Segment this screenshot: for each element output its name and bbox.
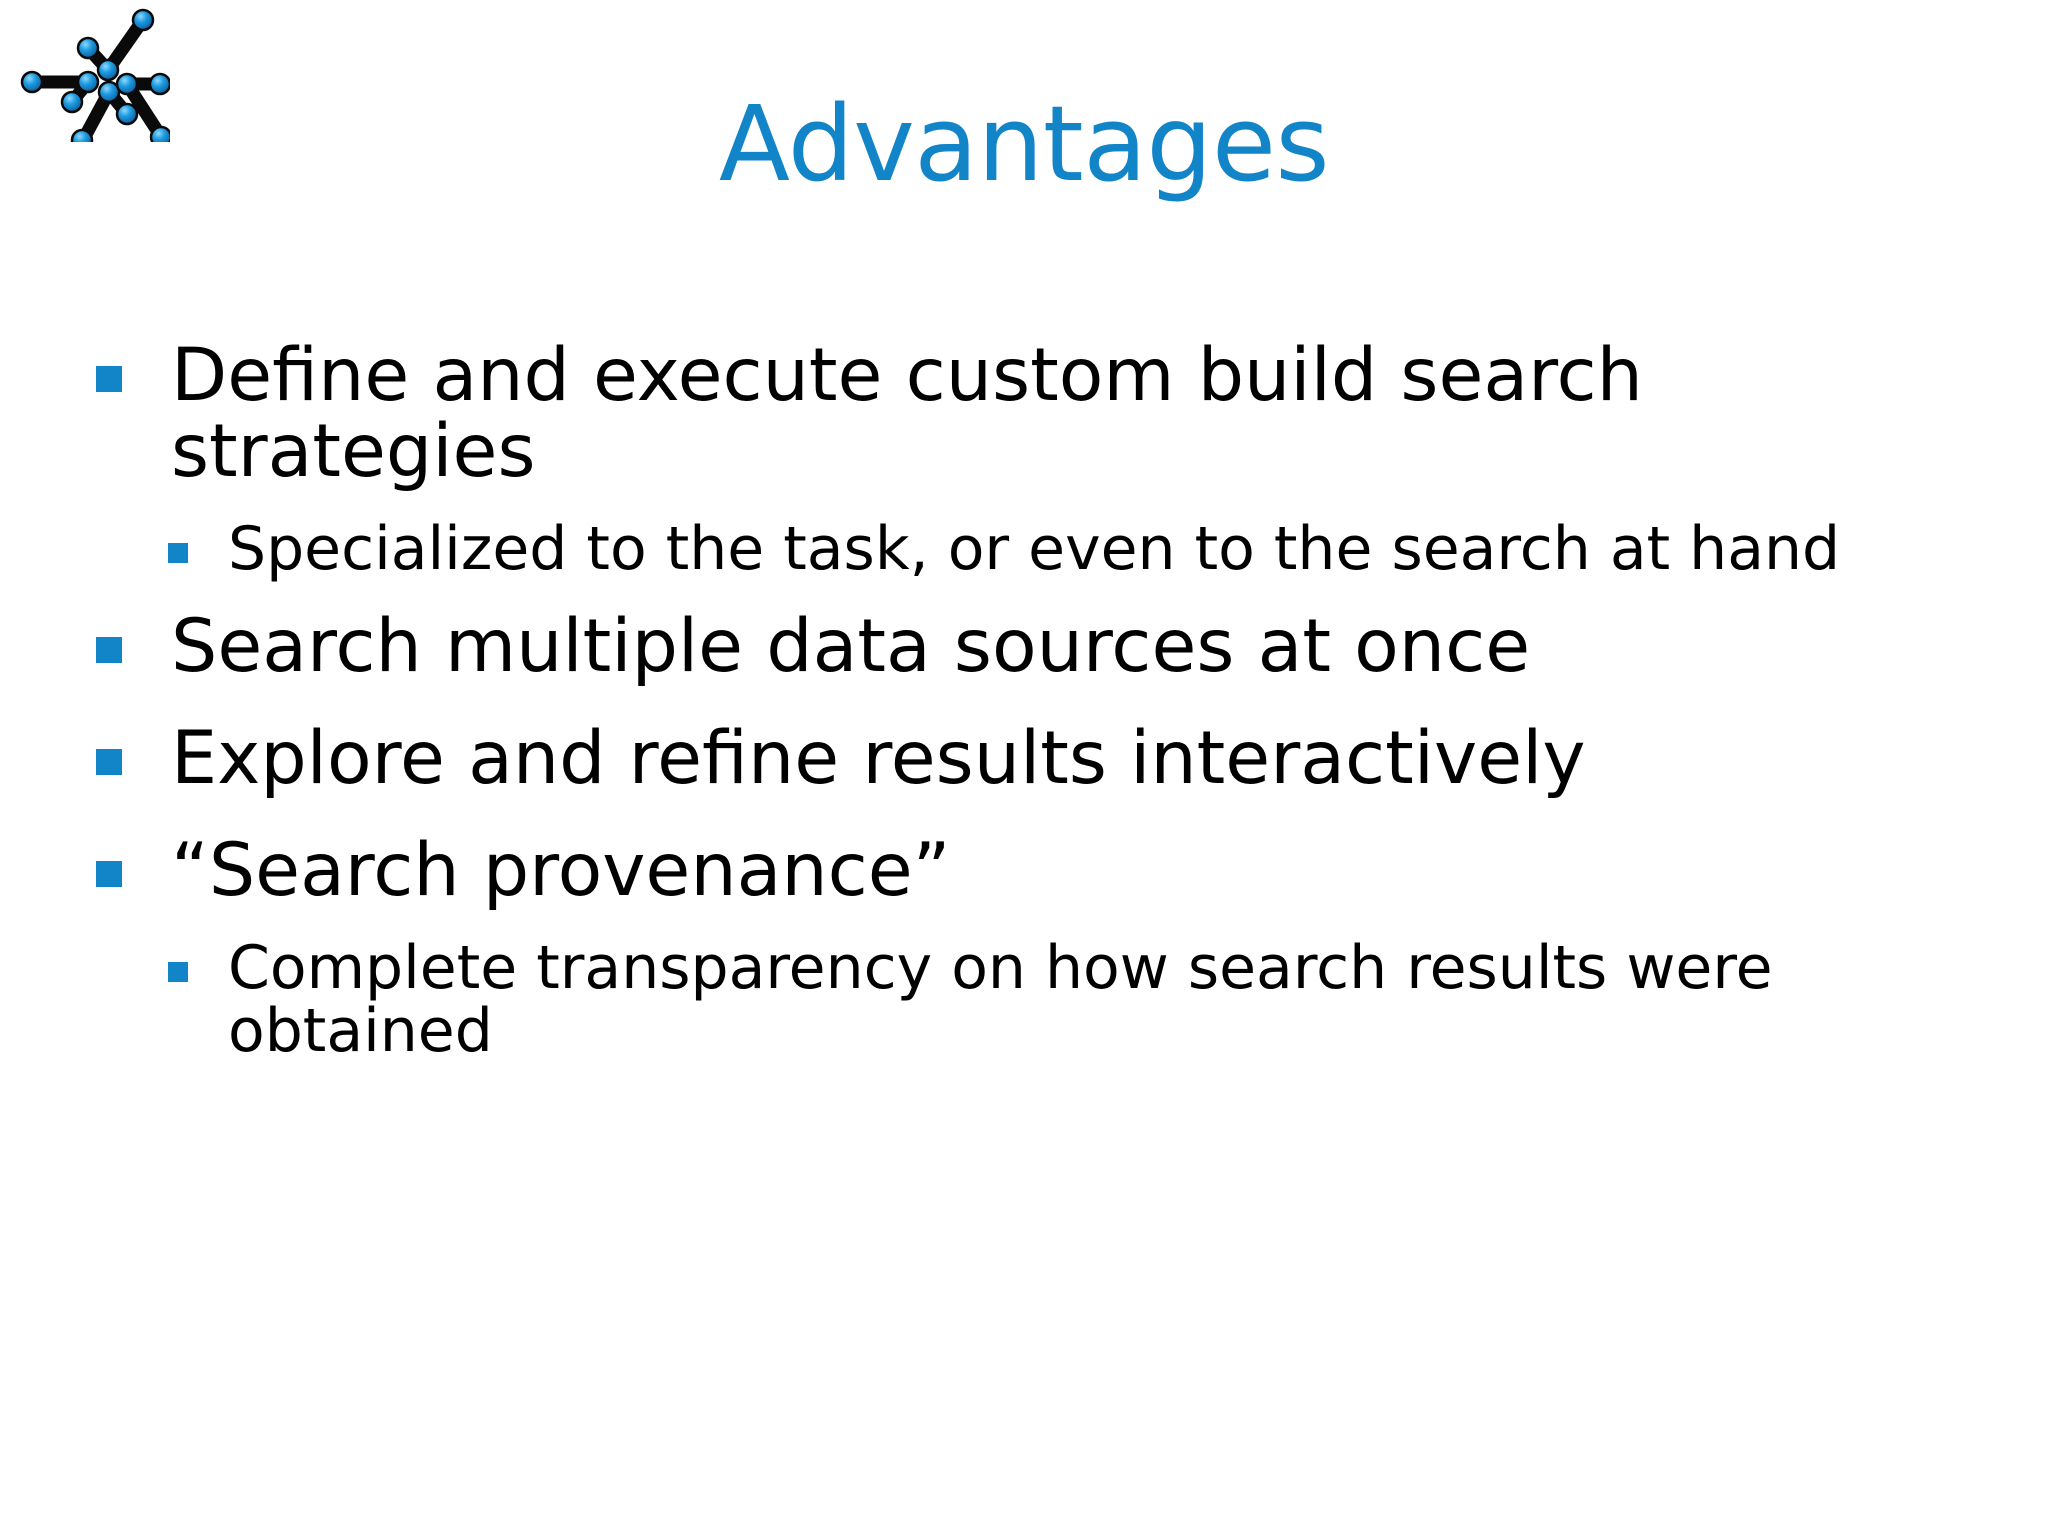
sub-bullet-item-1-1: Specialized to the task, or even to the … bbox=[168, 513, 1996, 584]
sub-bullet-text: Complete transparency on how search resu… bbox=[228, 932, 1773, 1066]
sub-bullet-square-icon bbox=[168, 542, 188, 563]
slide-title: Advantages bbox=[718, 83, 1330, 205]
bullet-item-2: Search multiple data sources at once bbox=[96, 603, 1996, 689]
bullet-item-1: Define and execute custom build search s… bbox=[96, 338, 1996, 490]
bullet-item-3: Explore and refine results interactively bbox=[96, 715, 1996, 801]
sub-bullet-square-icon bbox=[168, 961, 188, 982]
bullet-square-icon bbox=[96, 860, 122, 887]
slide-body: Define and execute custom build search s… bbox=[96, 338, 1996, 1091]
sub-bullet-group-4: Complete transparency on how search resu… bbox=[96, 932, 1996, 1066]
bullet-square-icon bbox=[96, 748, 122, 775]
sub-bullet-item-4-1: Complete transparency on how search resu… bbox=[168, 932, 1996, 1066]
bullet-text: “Search provenance” bbox=[171, 827, 951, 913]
bullet-text: Search multiple data sources at once bbox=[171, 603, 1531, 689]
bullet-text: Explore and refine results interactively bbox=[171, 715, 1586, 801]
bullet-square-icon bbox=[96, 636, 122, 663]
sub-bullet-group-1: Specialized to the task, or even to the … bbox=[96, 513, 1996, 584]
bullet-square-icon bbox=[96, 366, 122, 392]
bullet-item-4: “Search provenance” bbox=[96, 827, 1996, 913]
sub-bullet-text: Specialized to the task, or even to the … bbox=[228, 513, 1841, 584]
logo-graphic bbox=[20, 8, 173, 152]
network-star-logo bbox=[10, 2, 173, 152]
bullet-text: Define and execute custom build search s… bbox=[171, 333, 1643, 494]
